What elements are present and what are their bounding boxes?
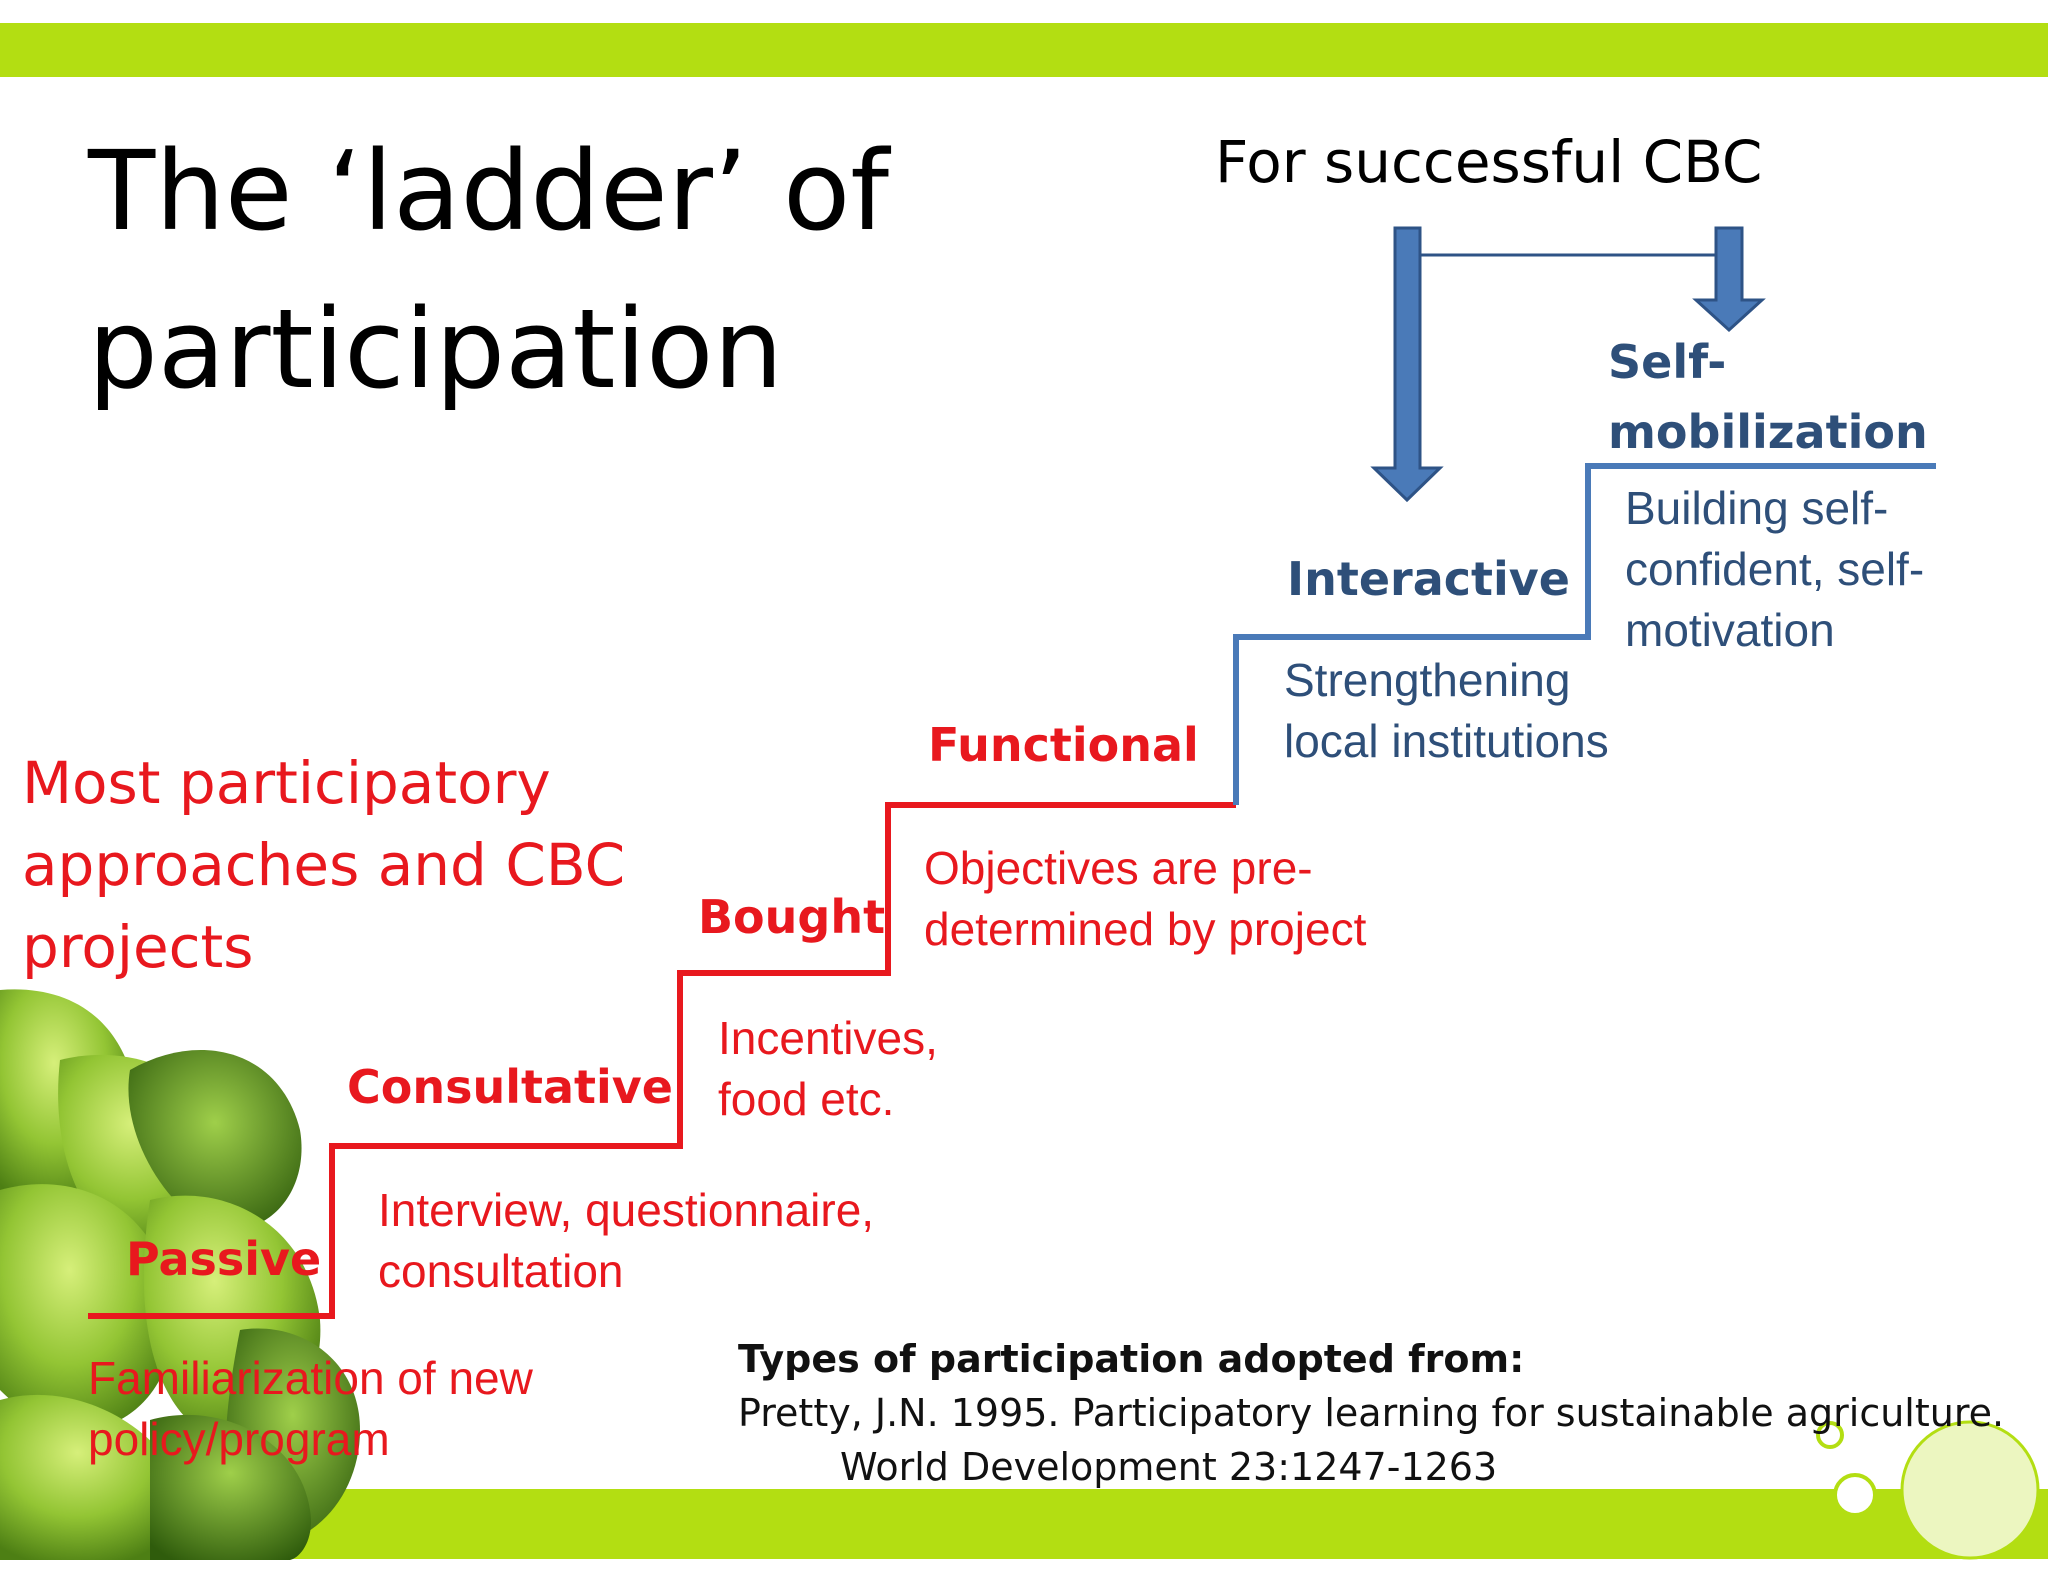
step-desc-line: policy/program (88, 1413, 390, 1465)
step-desc-line: consultation (378, 1245, 624, 1297)
reference-heading: Types of participation adopted from: (738, 1337, 1525, 1381)
step-label-consultative: Consultative (347, 1060, 673, 1114)
step-label-bought: Bought (698, 890, 886, 944)
left-caption-line: approaches and CBC (22, 831, 626, 899)
step-desc-line: Interview, questionnaire, (378, 1184, 875, 1236)
step-desc-line: food etc. (718, 1073, 895, 1125)
bottom-accent-bar (0, 1489, 2048, 1559)
step-desc-passive: Familiarization of new policy/program (88, 1348, 533, 1470)
title-line-1: The ‘ladder’ of (88, 127, 889, 255)
step-label-line: mobilization (1608, 405, 1928, 459)
reference-block: Types of participation adopted from: Pre… (738, 1332, 2004, 1494)
left-caption: Most participatory approaches and CBC pr… (22, 742, 625, 988)
stair-blue-line (1233, 463, 1936, 805)
top-accent-bar (0, 23, 2048, 77)
title-line-2: participation (88, 285, 784, 413)
step-desc-consultative: Interview, questionnaire, consultation (378, 1180, 874, 1302)
step-desc-line: Incentives, (718, 1012, 938, 1064)
page-title: The ‘ladder’ of participation (88, 112, 889, 428)
reference-line-2: World Development 23:1247-1263 (840, 1445, 1498, 1489)
top-right-caption: For successful CBC (1215, 128, 1763, 196)
stair-red-line (88, 802, 1236, 1319)
step-label-passive: Passive (126, 1232, 322, 1286)
step-label-interactive: Interactive (1287, 552, 1570, 606)
step-desc-line: confident, self- (1625, 543, 1925, 595)
step-desc-bought: Incentives, food etc. (718, 1008, 938, 1130)
step-label-self-mobilization: Self- mobilization (1608, 327, 1928, 467)
step-desc-functional: Objectives are pre- determined by projec… (924, 838, 1366, 960)
step-desc-line: motivation (1625, 604, 1835, 656)
reference-line-1: Pretty, J.N. 1995. Participatory learnin… (738, 1391, 2005, 1435)
step-desc-self-mobilization: Building self- confident, self- motivati… (1625, 478, 1924, 661)
step-label-line: Self- (1608, 335, 1727, 389)
left-caption-line: projects (22, 913, 254, 981)
step-desc-line: Strengthening (1284, 654, 1571, 706)
step-desc-interactive: Strengthening local institutions (1284, 650, 1609, 772)
step-desc-line: Familiarization of new (88, 1352, 533, 1404)
left-caption-line: Most participatory (22, 749, 551, 817)
step-desc-line: Objectives are pre- (924, 842, 1313, 894)
step-desc-line: local institutions (1284, 715, 1609, 767)
step-label-functional: Functional (928, 718, 1199, 772)
step-desc-line: Building self- (1625, 482, 1889, 534)
step-desc-line: determined by project (924, 903, 1367, 955)
